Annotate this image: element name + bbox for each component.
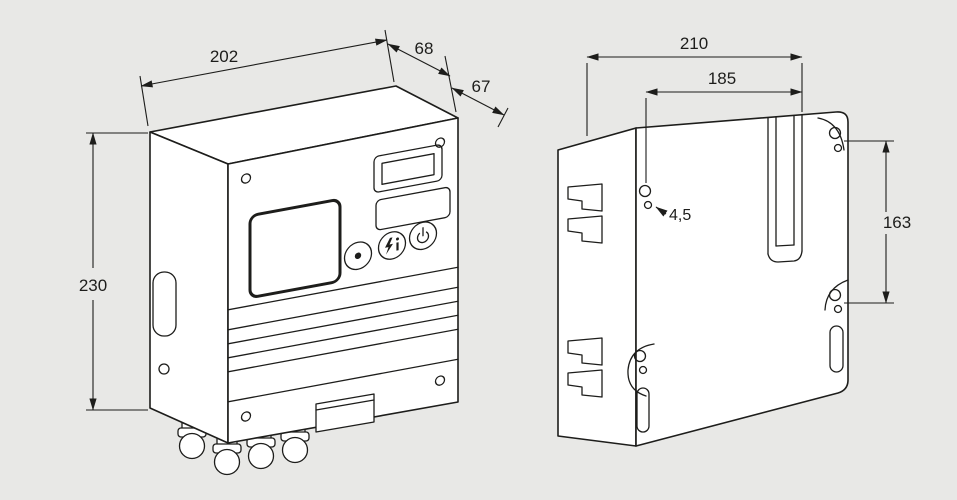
door-seam: [227, 266, 459, 311]
mounting-clip: [567, 215, 603, 244]
power-button: [408, 221, 438, 251]
dim-185-label: 185: [708, 69, 736, 88]
dim-230-label: 230: [79, 276, 107, 295]
front-panel: [227, 137, 459, 422]
mounting-hole: [638, 184, 652, 198]
dimension-height: 230: [79, 132, 148, 411]
reset-dot-icon: [354, 252, 362, 260]
mounting-hole: [638, 365, 648, 375]
corner-screw: [434, 375, 446, 386]
mounting-hole: [633, 349, 647, 363]
dimension-depth-front: 67: [451, 77, 509, 128]
info-button: [377, 231, 407, 260]
back-panel: [635, 111, 849, 447]
mounting-hole: [833, 304, 843, 314]
back-view: 210 185 163 4,5: [557, 34, 911, 447]
mounting-hole: [828, 288, 842, 302]
display-window: [248, 198, 342, 298]
dimension-width: 202: [139, 29, 395, 127]
mounting-clip: [567, 369, 603, 398]
mounting-hole-group-bottom-right: [824, 279, 849, 373]
dim-163-label: 163: [883, 213, 911, 232]
dimension-hole-diameter: 4,5: [655, 206, 691, 224]
housing-front-face: [227, 117, 459, 444]
mounting-hole: [828, 126, 842, 140]
housing-left-face: [149, 131, 229, 444]
corner-screw: [240, 411, 252, 422]
power-icon: [416, 227, 430, 244]
corner-screw: [240, 173, 252, 184]
side-cable-cover: [152, 271, 177, 337]
mounting-clip: [567, 183, 603, 212]
ventilation-ribs: [227, 286, 459, 373]
mounting-slot: [636, 387, 650, 433]
mounting-slot: [829, 325, 844, 373]
bottom-cable-duct: [315, 393, 375, 433]
seven-segment-display: [373, 144, 443, 193]
wall-bracket-slot: [767, 114, 803, 263]
mounting-hole-group-bottom-left: [627, 343, 655, 433]
flash-info-icon: [385, 237, 393, 255]
mounting-clips: [567, 183, 603, 398]
dim-210-label: 210: [680, 34, 708, 53]
type-label-plate: [375, 186, 451, 231]
reset-button: [343, 241, 373, 271]
mounting-clip: [567, 337, 603, 366]
mounting-hole: [833, 143, 843, 153]
dimension-hole-spacing-vertical: 163: [844, 140, 911, 304]
mounting-hole-group-top-right: [817, 117, 845, 153]
front-view: 202 68 67 230: [79, 29, 509, 476]
mounting-hole-group-top-left: [638, 184, 653, 210]
dim-202-label: 202: [210, 47, 238, 66]
mounting-hole: [643, 200, 653, 210]
dimension-hole-spacing-horizontal: 185: [645, 69, 803, 183]
bottom-seam: [227, 358, 459, 403]
side-screw: [158, 363, 170, 375]
dim-67-label: 67: [472, 77, 491, 96]
dim-4-5-label: 4,5: [669, 207, 691, 224]
dimension-back-width: 210: [586, 34, 803, 136]
dim-68-label: 68: [415, 39, 434, 58]
corner-screw: [434, 137, 446, 148]
back-side-face: [557, 127, 637, 447]
